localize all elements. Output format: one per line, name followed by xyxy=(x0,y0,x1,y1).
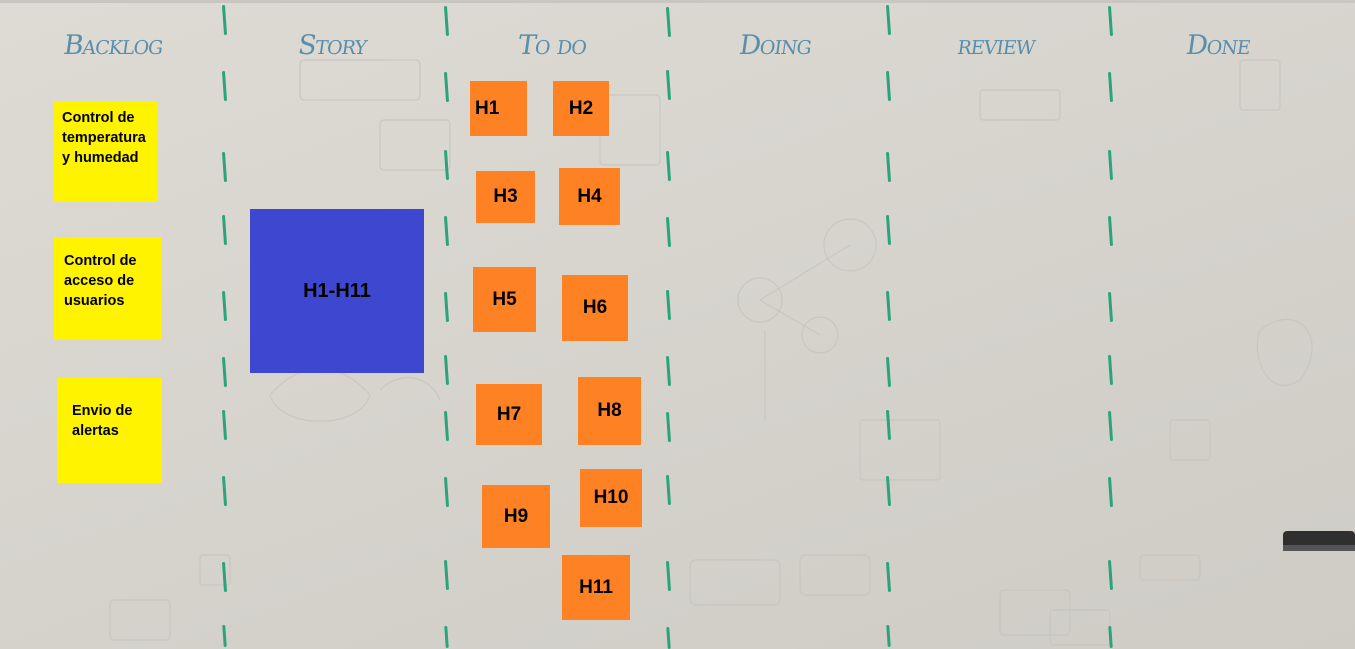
column-title-todo: To do xyxy=(516,30,589,61)
column-divider-3 xyxy=(665,0,674,649)
todo-card-h5[interactable]: H5 xyxy=(473,267,536,332)
board-top-edge xyxy=(0,0,1355,3)
column-divider-4 xyxy=(885,0,894,649)
divider-dash-mark xyxy=(443,215,450,247)
divider-dash-mark xyxy=(665,355,672,387)
divider-dash-mark xyxy=(885,475,892,507)
column-divider-2 xyxy=(443,0,452,649)
todo-card-h10[interactable]: H10 xyxy=(580,469,642,527)
divider-dash-mark xyxy=(1108,625,1113,649)
divider-dash-mark xyxy=(885,151,892,183)
divider-dash-mark xyxy=(885,561,892,593)
todo-card-h3[interactable]: H3 xyxy=(476,171,535,223)
divider-dash-mark xyxy=(221,561,228,593)
column-divider-1 xyxy=(221,0,230,649)
divider-dash-mark xyxy=(221,356,228,388)
divider-dash-mark xyxy=(1107,149,1114,181)
divider-dash-mark xyxy=(1107,410,1114,442)
divider-dash-mark xyxy=(885,4,892,36)
column-title-done: Done xyxy=(1184,30,1253,61)
todo-card-h4[interactable]: H4 xyxy=(559,168,620,225)
divider-dash-mark xyxy=(1107,5,1114,37)
todo-card-h9[interactable]: H9 xyxy=(482,485,550,548)
divider-dash-mark xyxy=(1107,71,1114,103)
sticky-line: Control de xyxy=(64,253,137,269)
divider-dash-mark xyxy=(443,71,450,103)
divider-dash-mark xyxy=(221,409,228,441)
divider-dash-mark xyxy=(444,625,449,649)
divider-dash-mark xyxy=(665,289,672,321)
divider-dash-mark xyxy=(221,214,228,246)
todo-card-h2[interactable]: H2 xyxy=(553,81,609,136)
divider-dash-mark xyxy=(885,409,892,441)
divider-dash-mark xyxy=(666,626,671,649)
todo-card-h8[interactable]: H8 xyxy=(578,377,641,445)
divider-dash-mark xyxy=(443,410,450,442)
divider-dash-mark xyxy=(665,150,672,182)
divider-dash-mark xyxy=(1107,354,1114,386)
divider-dash-mark xyxy=(443,5,450,37)
divider-dash-mark xyxy=(221,4,228,36)
divider-dash-mark xyxy=(443,354,450,386)
divider-dash-mark xyxy=(885,356,892,388)
column-title-backlog: Backlog xyxy=(61,30,165,61)
backlog-sticky-alerts[interactable]: Envio de alertas xyxy=(57,378,162,483)
divider-dash-mark xyxy=(665,69,672,101)
divider-dash-mark xyxy=(1107,291,1114,323)
divider-dash-mark xyxy=(886,624,891,648)
backlog-sticky-access[interactable]: Control de acceso de usuarios xyxy=(54,237,161,340)
whiteboard-eraser xyxy=(1283,531,1355,551)
column-title-doing: Doing xyxy=(737,30,814,61)
todo-card-h7[interactable]: H7 xyxy=(476,384,542,445)
divider-dash-mark xyxy=(221,70,228,102)
backlog-sticky-temperature[interactable]: Control de temperatura y humedad xyxy=(54,101,157,202)
column-divider-5 xyxy=(1107,0,1116,649)
divider-dash-mark xyxy=(885,214,892,246)
divider-dash-mark xyxy=(1107,215,1114,247)
column-title-story: Story xyxy=(296,30,369,61)
divider-dash-mark xyxy=(665,411,672,443)
divider-dash-mark xyxy=(885,70,892,102)
divider-dash-mark xyxy=(665,6,672,38)
story-card[interactable]: H1-H11 xyxy=(250,209,424,373)
divider-dash-mark xyxy=(885,290,892,322)
sticky-line: Envio de xyxy=(72,403,133,419)
divider-dash-mark xyxy=(665,216,672,248)
todo-card-h11[interactable]: H11 xyxy=(562,555,630,620)
sticky-line: y humedad xyxy=(62,150,139,166)
column-title-review: review xyxy=(955,30,1037,61)
divider-dash-mark xyxy=(665,474,672,506)
divider-dash-mark xyxy=(221,290,228,322)
divider-dash-mark xyxy=(443,559,450,591)
divider-dash-mark xyxy=(222,624,227,648)
sticky-line: acceso de xyxy=(64,273,135,289)
divider-dash-mark xyxy=(221,475,228,507)
divider-dash-mark xyxy=(1107,559,1114,591)
todo-card-h6[interactable]: H6 xyxy=(562,275,628,341)
divider-dash-mark xyxy=(443,476,450,508)
divider-dash-mark xyxy=(665,560,672,592)
sticky-line: temperatura xyxy=(62,130,146,146)
sticky-line: Control de xyxy=(62,110,135,126)
divider-dash-mark xyxy=(443,291,450,323)
divider-dash-mark xyxy=(221,151,228,183)
todo-card-h1[interactable]: H1 xyxy=(470,81,527,136)
divider-dash-mark xyxy=(1107,476,1114,508)
divider-dash-mark xyxy=(443,149,450,181)
sticky-line: usuarios xyxy=(64,293,125,309)
sticky-line: alertas xyxy=(72,423,119,439)
